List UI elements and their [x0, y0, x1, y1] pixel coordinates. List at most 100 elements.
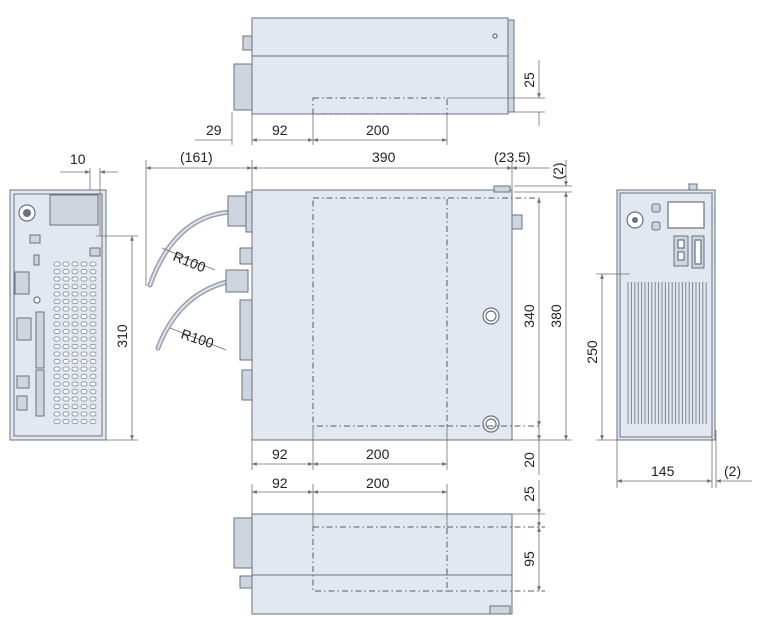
- dim-top-offset-29: 29: [206, 122, 222, 138]
- vent-hole: [89, 374, 97, 379]
- vent-hole: [89, 321, 97, 327]
- vent-hole: [62, 389, 70, 394]
- vent-hole: [80, 269, 88, 274]
- dim-bottom-95: 95: [521, 551, 537, 567]
- dim-radius-lower: R100: [179, 326, 216, 352]
- vent-hole: [62, 344, 70, 349]
- vent-hole: [80, 329, 88, 334]
- bottom-view: 92 200 25 95: [233, 475, 545, 615]
- rear-view-label-plate: [49, 194, 99, 226]
- vent-hole: [62, 314, 70, 319]
- vent-hole: [80, 366, 88, 372]
- rear-view-vent-grid: [53, 261, 97, 424]
- vent-hole: [62, 321, 70, 327]
- vent-hole: [62, 374, 70, 379]
- vent-hole: [53, 314, 61, 319]
- dim-top-25: 25: [521, 72, 537, 88]
- vent-hole: [80, 411, 88, 417]
- vent-hole: [71, 299, 79, 304]
- front-view: 250 145 (2): [584, 183, 752, 488]
- vent-hole: [53, 404, 61, 409]
- vent-hole: [62, 299, 70, 304]
- vent-hole: [89, 344, 97, 349]
- side-view-hole-pattern: [312, 197, 448, 427]
- vent-hole: [53, 276, 61, 282]
- dim-rear-310: 310: [114, 324, 130, 348]
- vent-hole: [89, 299, 97, 304]
- vent-hole: [71, 351, 79, 357]
- vent-hole: [53, 306, 61, 312]
- vent-hole: [89, 366, 97, 372]
- dim-side-bottom-92: 92: [272, 446, 288, 462]
- vent-hole: [71, 396, 79, 402]
- vent-hole: [71, 366, 79, 372]
- vent-hole: [80, 299, 88, 304]
- vent-hole: [53, 351, 61, 357]
- dim-rear-10: 10: [70, 151, 86, 167]
- vent-hole: [53, 329, 61, 334]
- rear-view: 10 310: [9, 151, 138, 441]
- vent-hole: [80, 276, 88, 282]
- vent-hole: [80, 419, 88, 424]
- vent-hole: [80, 344, 88, 349]
- vent-hole: [53, 284, 61, 289]
- vent-hole: [53, 396, 61, 402]
- vent-hole: [80, 389, 88, 394]
- vent-hole: [80, 291, 88, 297]
- vent-hole: [62, 284, 70, 289]
- vent-hole: [53, 359, 61, 364]
- vent-hole: [53, 261, 61, 267]
- side-view: (161) 390 (23.5) (2) 340 380 20 92 200 R…: [145, 149, 572, 475]
- bottom-view-hole-pattern: [312, 526, 448, 592]
- vent-hole: [89, 381, 97, 387]
- vent-hole: [53, 381, 61, 387]
- vent-hole: [80, 306, 88, 312]
- vent-hole: [62, 269, 70, 274]
- vent-hole: [62, 336, 70, 342]
- vent-hole: [62, 411, 70, 417]
- dim-radius-upper: R100: [171, 248, 208, 275]
- dim-front-145: 145: [651, 463, 675, 479]
- vent-hole: [53, 299, 61, 304]
- vent-hole: [80, 261, 88, 267]
- dim-bottom-200: 200: [366, 475, 390, 491]
- vent-hole: [80, 284, 88, 289]
- front-view-display: [667, 201, 705, 229]
- dim-front-250: 250: [584, 340, 600, 364]
- vent-hole: [62, 306, 70, 312]
- dim-side-380: 380: [548, 304, 564, 328]
- vent-hole: [71, 336, 79, 342]
- vent-hole: [89, 396, 97, 402]
- vent-hole: [62, 419, 70, 424]
- vent-hole: [89, 306, 97, 312]
- front-view-panel: [616, 189, 716, 441]
- vent-hole: [62, 366, 70, 372]
- vent-hole: [89, 404, 97, 409]
- vent-hole: [71, 269, 79, 274]
- vent-hole: [89, 276, 97, 282]
- vent-hole: [89, 351, 97, 357]
- vent-hole: [53, 336, 61, 342]
- vent-hole: [71, 404, 79, 409]
- vent-hole: [62, 329, 70, 334]
- vent-hole: [53, 269, 61, 274]
- vent-hole: [80, 359, 88, 364]
- vent-hole: [80, 374, 88, 379]
- dim-side-161: (161): [180, 149, 213, 165]
- vent-hole: [62, 261, 70, 267]
- dim-side-23-5: (23.5): [494, 149, 531, 165]
- vent-hole: [71, 411, 79, 417]
- vent-hole: [89, 359, 97, 364]
- vent-hole: [62, 396, 70, 402]
- vent-hole: [71, 359, 79, 364]
- vent-hole: [71, 314, 79, 319]
- vent-hole: [80, 321, 88, 327]
- dim-side-340: 340: [521, 304, 537, 328]
- vent-hole: [80, 381, 88, 387]
- top-view: 29 92 200 25: [195, 17, 545, 145]
- dim-side-gap-2: (2): [550, 162, 566, 179]
- dim-top-92: 92: [272, 122, 288, 138]
- vent-hole: [89, 261, 97, 267]
- side-view-handle: [511, 214, 523, 230]
